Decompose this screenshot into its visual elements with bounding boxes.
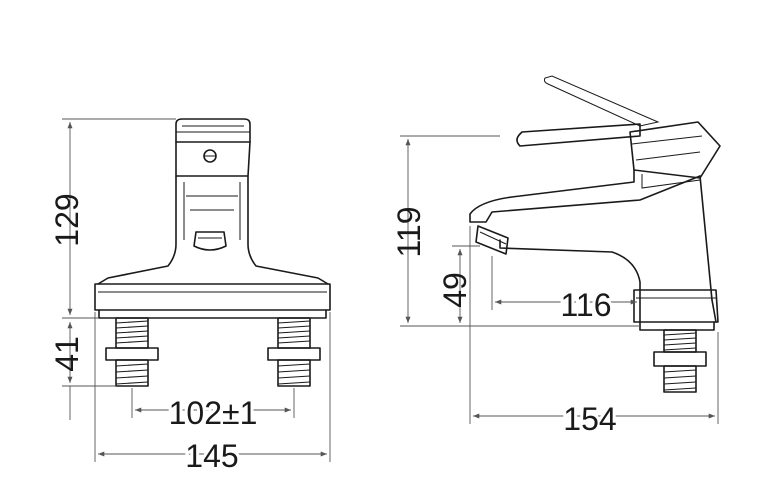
dim-front-thread: 41	[49, 322, 116, 420]
dim-label-116: 116	[560, 287, 611, 323]
front-deck-plate	[94, 283, 331, 311]
front-view: 129 41 102±1 145	[49, 118, 331, 477]
side-lever	[516, 123, 641, 147]
side-base	[633, 289, 719, 323]
front-upper-body	[175, 141, 251, 177]
dim-side-height: 119	[391, 135, 640, 327]
dim-label-119: 119	[391, 206, 427, 257]
side-aerator	[475, 225, 509, 255]
side-spout	[499, 239, 641, 323]
front-right-shank	[267, 317, 321, 387]
dim-label-41: 41	[49, 336, 85, 372]
dim-label-129: 129	[49, 193, 85, 246]
dim-side-spout-height: 49	[437, 245, 480, 323]
dim-label-145: 145	[185, 438, 238, 474]
dim-label-154: 154	[563, 401, 616, 437]
side-body	[469, 169, 713, 301]
side-view: 119 49 116 154	[391, 75, 721, 440]
front-neck	[97, 175, 177, 285]
side-handle-block	[629, 121, 721, 179]
dim-front-width: 145	[94, 312, 331, 477]
dim-front-centers: 102±1	[131, 388, 295, 434]
dim-front-height: 129	[49, 118, 176, 319]
dim-label-49: 49	[437, 272, 473, 308]
dim-label-102: 102±1	[169, 395, 258, 431]
dim-side-depth: 154	[469, 226, 719, 440]
dim-side-spout-reach: 116	[491, 256, 637, 326]
front-aerator	[193, 231, 227, 251]
front-left-shank	[105, 317, 159, 387]
front-handle	[175, 118, 251, 143]
side-shank	[653, 329, 707, 393]
side-lever-raised	[543, 75, 660, 127]
